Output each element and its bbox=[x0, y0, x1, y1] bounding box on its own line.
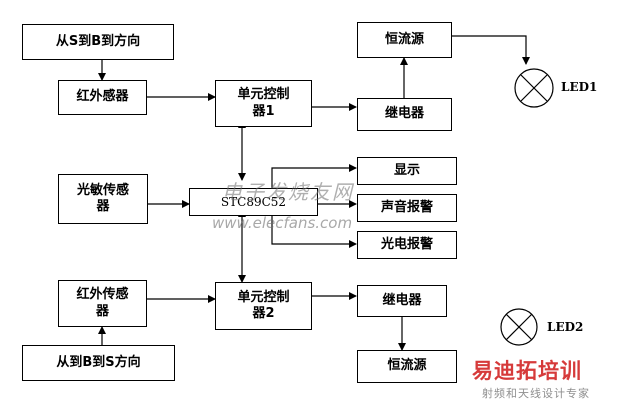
ir-sensor-bottom-line2: 器 bbox=[95, 303, 109, 319]
relay-bottom-label: 继电器 bbox=[382, 292, 422, 308]
led1-label: LED1 bbox=[561, 80, 598, 94]
unit-controller-1-line2: 器1 bbox=[252, 103, 275, 119]
box-sound-alarm: 声音报警 bbox=[357, 194, 457, 222]
unit-controller-1-line1: 单元控制 bbox=[237, 87, 290, 103]
box-photo-sensor: 光敏传感 器 bbox=[58, 174, 148, 224]
arrow-cc-to-led1 bbox=[452, 35, 530, 65]
unit-controller-2-line2: 器2 bbox=[252, 306, 275, 321]
light-alarm-label: 光电报警 bbox=[380, 236, 433, 252]
arrow-mcu-to-light bbox=[271, 214, 357, 248]
led2-label: LED2 bbox=[547, 320, 584, 334]
ir-sensor-top-label: 红外感器 bbox=[76, 89, 129, 105]
lamp-icon-led2 bbox=[500, 308, 538, 346]
box-ir-sensor-bottom: 红外传感 器 bbox=[58, 280, 147, 327]
sound-alarm-label: 声音报警 bbox=[380, 199, 433, 215]
box-ir-sensor-top: 红外感器 bbox=[58, 80, 147, 115]
box-relay-bottom: 继电器 bbox=[357, 285, 447, 317]
constant-current-bottom-label: 恒流源 bbox=[387, 358, 427, 374]
mcu-label: STC89C52 bbox=[220, 194, 287, 209]
logo-brand-name: 易迪拓培训 bbox=[472, 359, 582, 383]
box-mcu: STC89C52 bbox=[189, 188, 318, 216]
watermark-chinese: 电子发烧友网 bbox=[222, 180, 354, 204]
ir-sensor-bottom-line1: 红外传感 bbox=[76, 287, 129, 303]
photo-sensor-line2: 器 bbox=[96, 199, 110, 214]
direction-s-to-b-label: 从S到B到方向 bbox=[55, 33, 141, 49]
unit-controller-2-line1: 单元控制 bbox=[237, 289, 290, 305]
box-unit-controller-2: 单元控制 器2 bbox=[215, 282, 312, 330]
box-constant-current-top: 恒流源 bbox=[357, 22, 452, 58]
box-unit-controller-1: 单元控制 器1 bbox=[215, 80, 312, 127]
display-label: 显示 bbox=[393, 162, 420, 178]
box-direction-s-to-b: 从S到B到方向 bbox=[22, 24, 174, 60]
box-relay-top: 继电器 bbox=[357, 98, 452, 131]
box-direction-b-to-s: 从到B到S方向 bbox=[22, 345, 175, 381]
arrow-mcu-to-display bbox=[271, 164, 357, 188]
logo-tagline: 射频和天线设计专家 bbox=[482, 387, 590, 400]
box-display: 显示 bbox=[357, 157, 457, 185]
box-light-alarm: 光电报警 bbox=[357, 231, 457, 259]
relay-top-label: 继电器 bbox=[384, 106, 424, 122]
direction-b-to-s-label: 从到B到S方向 bbox=[56, 354, 141, 370]
lamp-icon-led1 bbox=[514, 68, 554, 108]
constant-current-top-label: 恒流源 bbox=[384, 31, 424, 47]
box-constant-current-bottom: 恒流源 bbox=[357, 350, 457, 383]
watermark-url: www.elecfans.com bbox=[212, 214, 353, 232]
photo-sensor-line1: 光敏传感 bbox=[76, 182, 129, 198]
